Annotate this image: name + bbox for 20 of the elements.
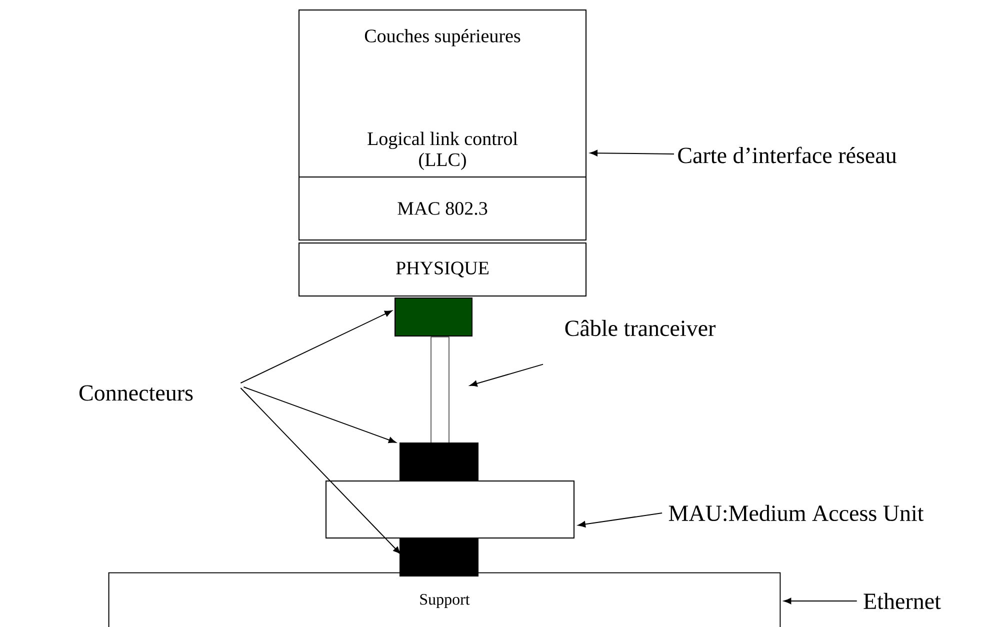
layer-box: MAC 802.3 [298, 176, 586, 240]
callout-label: Connecteurs [79, 385, 193, 401]
callout-label: MAU:Medium Access Unit [668, 504, 924, 522]
medium-box: Support [108, 572, 781, 627]
leader-line [243, 386, 396, 444]
arrow [590, 150, 674, 156]
callout-label: Ethernet [864, 592, 941, 610]
connector-block [400, 442, 478, 482]
callout-label: Carte d’interface réseau [678, 146, 896, 164]
connector-block [400, 538, 478, 576]
connector-block [394, 298, 472, 336]
layer-box: PHYSIQUE [298, 242, 586, 296]
arrow [578, 512, 663, 528]
connector-block [326, 480, 574, 538]
arrow [784, 598, 858, 604]
cable-bar [430, 336, 450, 446]
leader-line [240, 388, 401, 554]
leader-line [240, 310, 392, 384]
callout-label: Câble tranceiver [565, 320, 716, 336]
arrow [470, 364, 544, 387]
